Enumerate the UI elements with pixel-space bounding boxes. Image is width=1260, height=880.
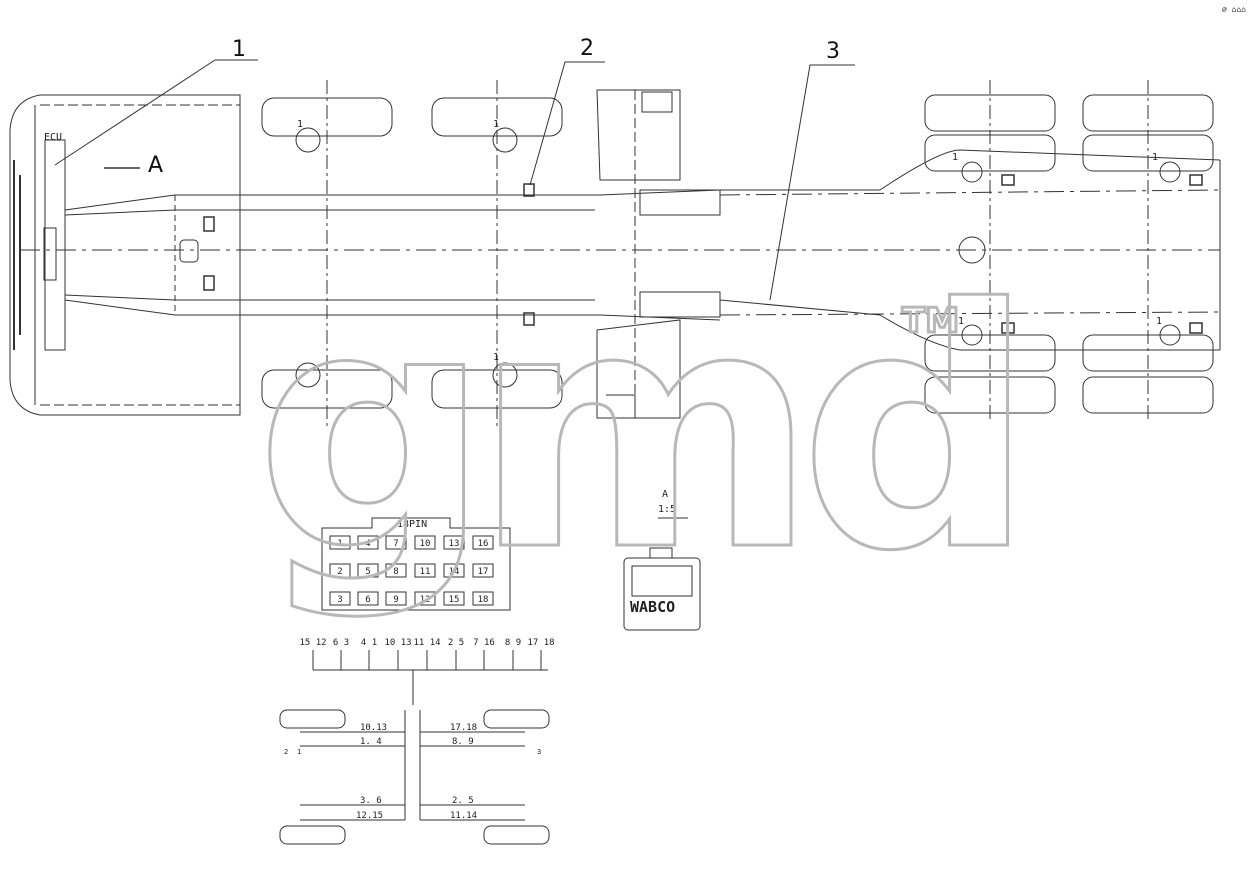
sensor-tag-fl: 1: [297, 119, 303, 130]
sensor-tag-r1: 1: [952, 152, 958, 163]
harness-label-l4: 12.15: [356, 811, 383, 821]
valve-mark-c: 3: [537, 748, 541, 756]
cab-outline: [9, 94, 241, 416]
connector-title: 18PIN: [397, 519, 427, 530]
pin-cell: [443, 591, 465, 606]
pin-number: 7: [393, 539, 398, 549]
harness-pin-label: 15 12: [299, 638, 326, 648]
front-wheels: [261, 80, 563, 430]
pin-cell: [329, 535, 351, 550]
pin-connector-outline: [321, 517, 511, 611]
harness-label-l1: 10.13: [360, 723, 387, 733]
sensor-tag-r4: 1: [1156, 316, 1162, 327]
pin-number: 9: [393, 595, 398, 605]
harness-pin-label: 2 5: [448, 638, 464, 648]
harness-pin-label: 8 9: [505, 638, 521, 648]
pin-number: 6: [365, 595, 370, 605]
pin-cell: [414, 591, 436, 606]
harness-pin-label: 4 1: [361, 638, 377, 648]
ecu-label: ECU: [44, 132, 62, 143]
pin-number: 15: [449, 595, 460, 605]
pin-cell: [472, 535, 494, 550]
wabco-ecu: [623, 517, 701, 631]
pin-cell: [414, 535, 436, 550]
crossmember: [596, 89, 681, 419]
detail-scale: 1:5: [658, 504, 676, 515]
pin-number: 14: [449, 567, 460, 577]
pin-number: 1: [337, 539, 342, 549]
pin-cell: [443, 535, 465, 550]
pin-cell: [385, 591, 407, 606]
callout-1: 1: [232, 37, 246, 62]
valve-mark-b: 1: [297, 748, 301, 756]
harness-label-r2: 8. 9: [452, 737, 474, 747]
view-arrow-label: A: [148, 153, 163, 178]
harness-label-r1: 17.18: [450, 723, 477, 733]
callout-3: 3: [826, 39, 840, 64]
harness-label-r3: 2. 5: [452, 796, 474, 806]
pin-number: 12: [420, 595, 431, 605]
pin-cell: [357, 591, 379, 606]
sensor-tag-rl: 1: [493, 352, 499, 363]
pin-number: 17: [478, 567, 489, 577]
pin-number: 13: [449, 539, 460, 549]
valve-mark-a: 2: [284, 748, 288, 756]
harness-pin-label: 6 3: [333, 638, 349, 648]
watermark: gmd: [255, 239, 1017, 623]
sensor-tag-r2: 1: [1152, 152, 1158, 163]
pin-cell: [385, 563, 407, 578]
pin-cell: [357, 535, 379, 550]
harness-tree: [279, 650, 550, 845]
pin-cell: [329, 563, 351, 578]
pin-cell: [472, 563, 494, 578]
corner-mark: ⌀ ⌂⌂⌂: [1222, 5, 1246, 14]
harness-label-l2: 1. 4: [360, 737, 382, 747]
frame-rails: [20, 149, 1221, 351]
pin-cell: [329, 591, 351, 606]
pin-cell: [385, 535, 407, 550]
pin-cell: [357, 563, 379, 578]
harness-pin-label: 10 13: [384, 638, 411, 648]
pin-number: 8: [393, 567, 398, 577]
harness-label-l3: 3. 6: [360, 796, 382, 806]
pin-number: 3: [337, 595, 342, 605]
harness-label-r4: 11.14: [450, 811, 477, 821]
leader-lines: [54, 59, 855, 301]
pin-number: 5: [365, 567, 370, 577]
harness-pin-label: 7 16: [473, 638, 495, 648]
pin-number: 10: [420, 539, 431, 549]
pin-cell: [472, 591, 494, 606]
harness-pin-label: 17 18: [527, 638, 554, 648]
modulator-valves: [203, 174, 1203, 334]
callout-2: 2: [580, 36, 594, 61]
detail-title: A: [662, 489, 668, 500]
pin-cell: [443, 563, 465, 578]
rear-wheels: [924, 80, 1214, 420]
sensor-tag-fr: 1: [493, 119, 499, 130]
pin-number: 18: [478, 595, 489, 605]
harness-pin-label: 11 14: [413, 638, 440, 648]
pin-number: 16: [478, 539, 489, 549]
wabco-brand: WABCO: [630, 598, 675, 616]
pin-cell: [414, 563, 436, 578]
pin-number: 11: [420, 567, 431, 577]
sensor-tag-r3: 1: [958, 316, 964, 327]
pin-number: 2: [337, 567, 342, 577]
pin-number: 4: [365, 539, 370, 549]
watermark-trademark: TM: [902, 301, 959, 341]
